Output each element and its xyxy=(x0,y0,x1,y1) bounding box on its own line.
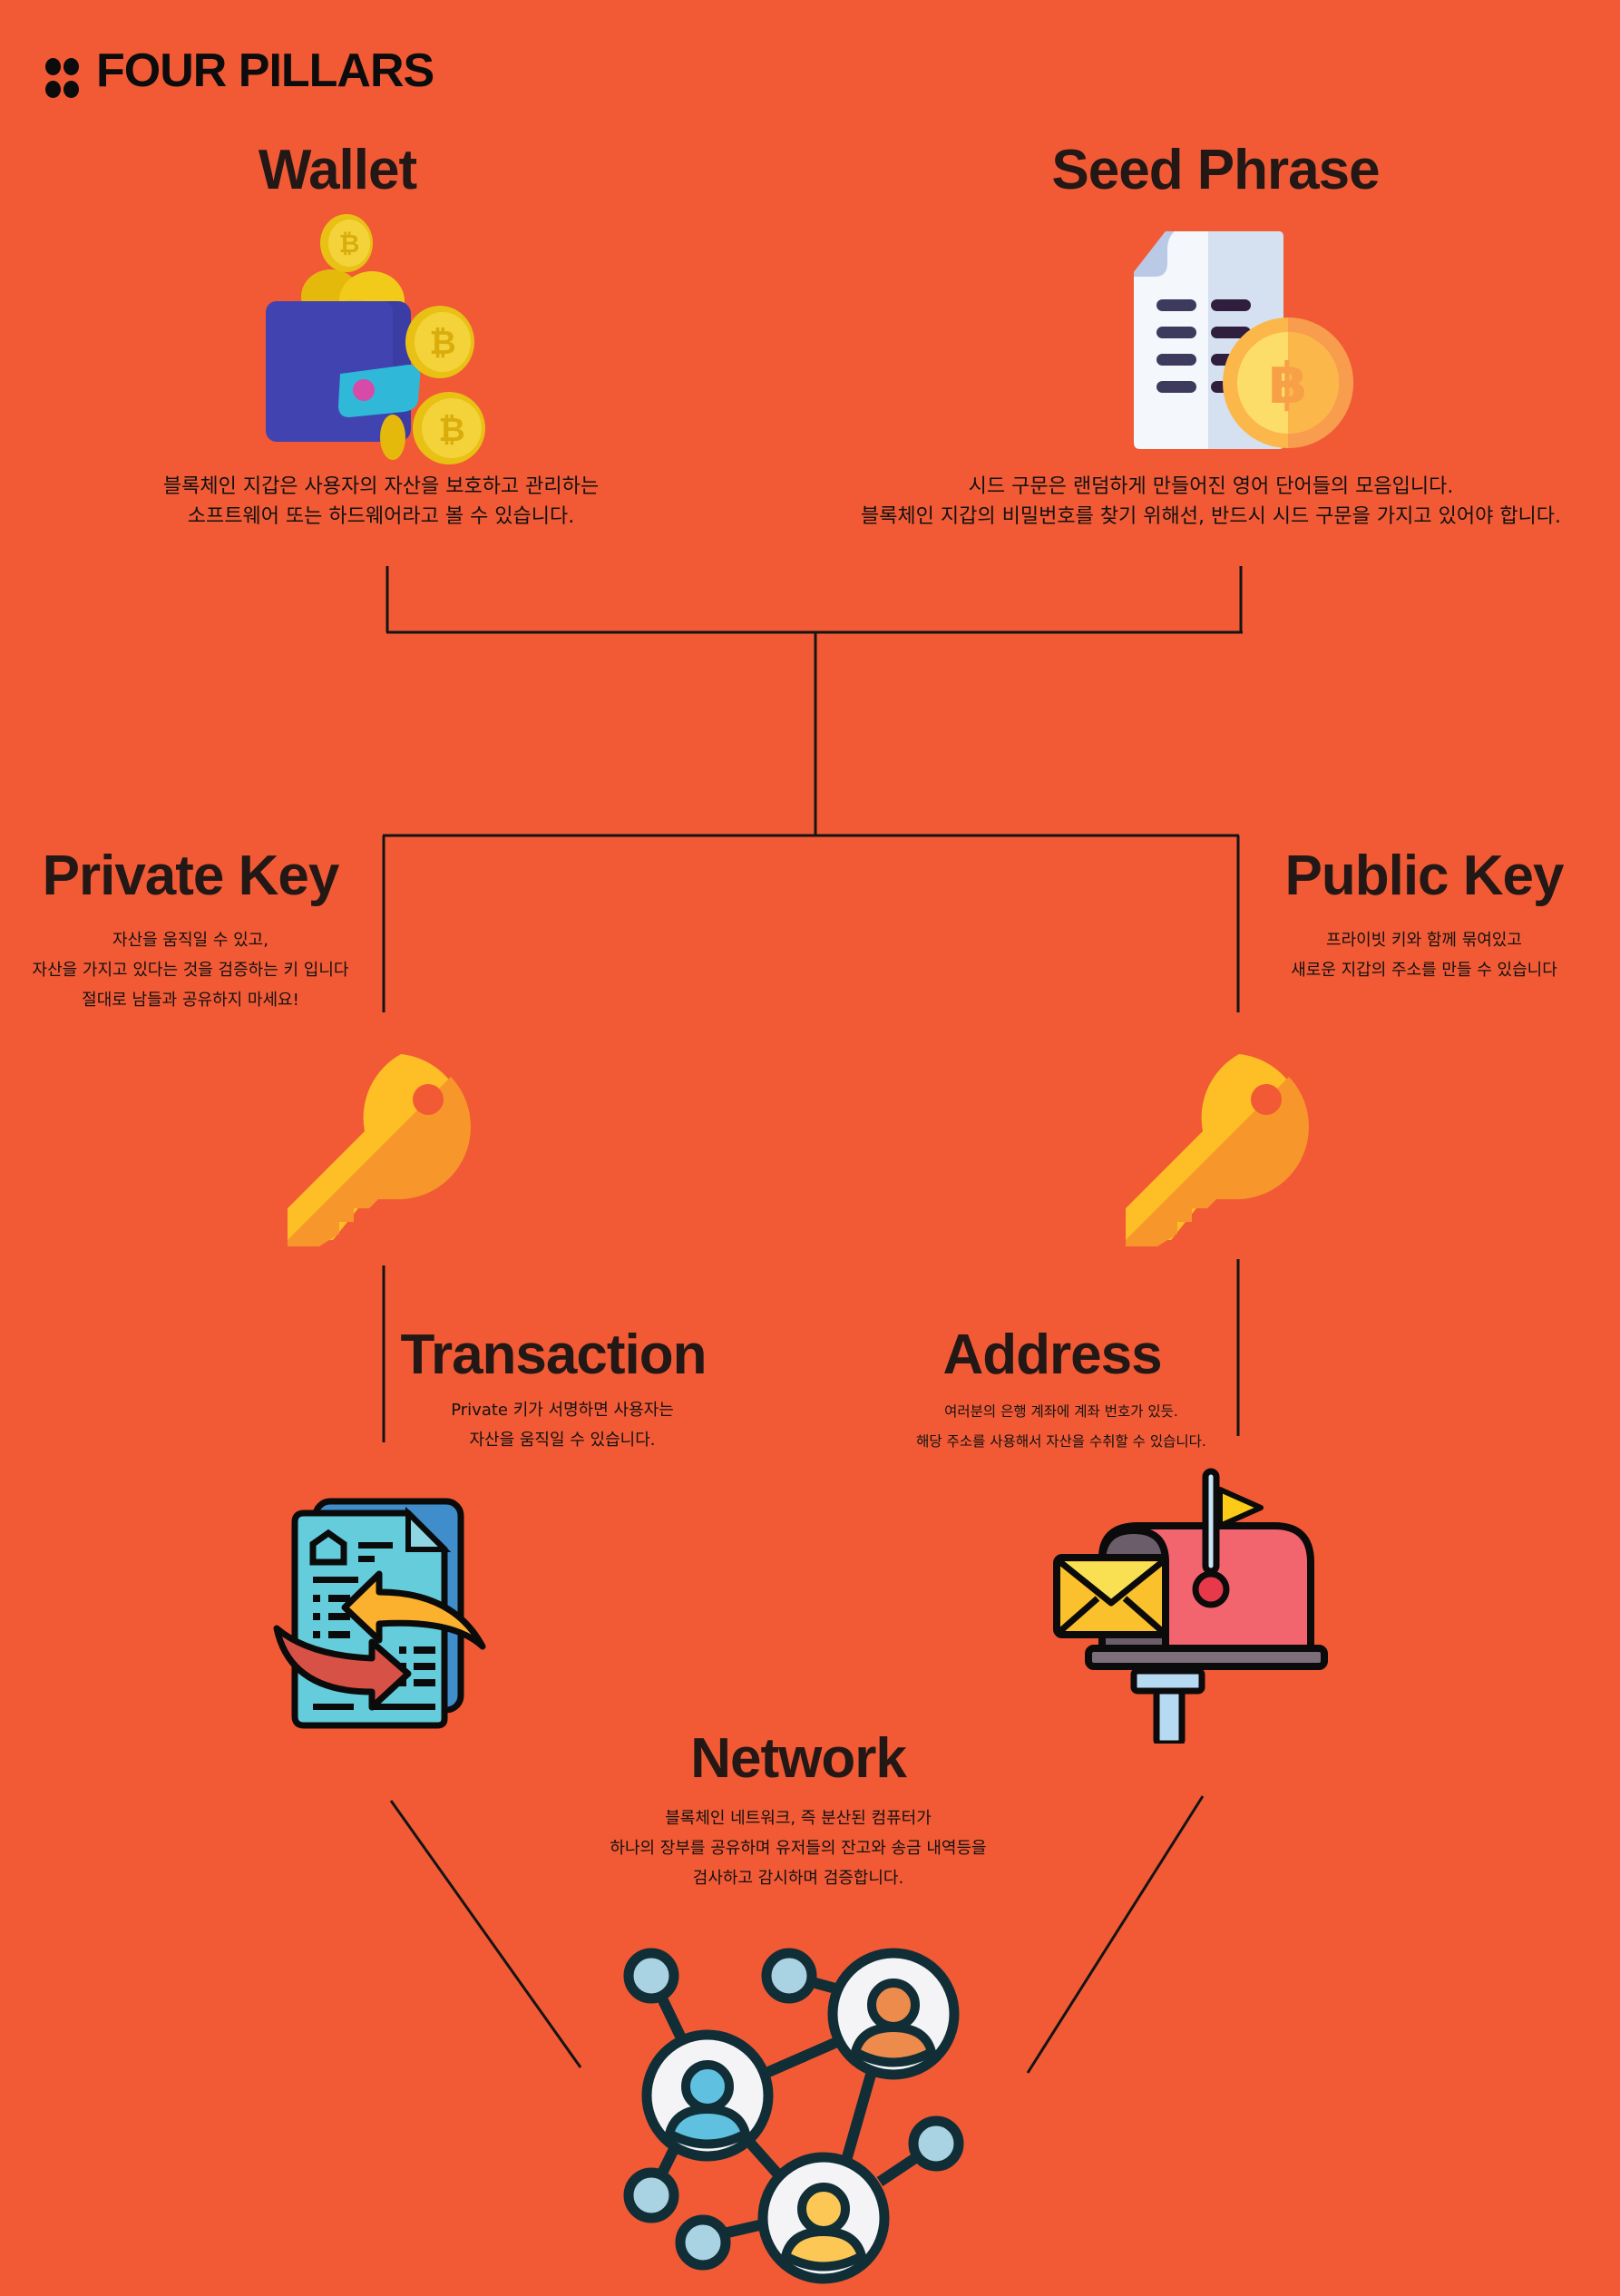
seed-phrase-description: 시드 구문은 랜덤하게 만들어진 영어 단어들의 모음입니다. 블록체인 지갑의… xyxy=(780,472,1620,532)
address-mailbox-icon xyxy=(1048,1462,1333,1747)
transaction-description: Private 키가 서명하면 사용자는 자산을 움직일 수 있습니다. xyxy=(390,1395,735,1455)
public-key-title: Public Key xyxy=(1284,845,1565,907)
svg-text:฿: ฿ xyxy=(1268,350,1307,416)
network-users-icon xyxy=(608,1923,989,2291)
brand-title: FOUR PILLARS xyxy=(96,44,434,97)
public-key-description-line: 프라이빗 키와 함께 묶여있고 xyxy=(1326,931,1522,950)
transaction-title: Transaction xyxy=(400,1324,708,1386)
seed-phrase-description-line: 시드 구문은 랜덤하게 만들어진 영어 단어들의 모음입니다. xyxy=(968,475,1454,498)
brand-header: FOUR PILLARS xyxy=(44,44,434,98)
transaction-description-line: Private 키가 서명하면 사용자는 xyxy=(451,1401,674,1420)
transaction-description-line: 자산을 움직일 수 있습니다. xyxy=(469,1431,656,1450)
svg-text:₿: ₿ xyxy=(339,229,360,259)
address-description-line: 해당 주소를 사용해서 자산을 수취할 수 있습니다. xyxy=(916,1433,1206,1450)
address-description: 여러분의 은행 계좌에 계좌 번호가 있듯. 해당 주소를 사용해서 자산을 수… xyxy=(871,1397,1252,1457)
document-with-bitcoin-icon: ฿ xyxy=(1129,227,1356,454)
private-key-icon xyxy=(283,1054,475,1246)
wallet-description-line: 블록체인 지갑은 사용자의 자산을 보호하고 관리하는 xyxy=(162,475,600,498)
network-description-line: 하나의 장부를 공유하며 유저들의 잔고와 송금 내역등을 xyxy=(610,1839,987,1858)
network-title: Network xyxy=(690,1727,907,1790)
four-dots-logo-icon xyxy=(44,51,83,98)
svg-text:₿: ₿ xyxy=(429,325,455,362)
wallet-description: 블록체인 지갑은 사용자의 자산을 보호하고 관리하는 소프트웨어 또는 하드웨… xyxy=(109,472,653,532)
transaction-document-exchange-icon xyxy=(272,1497,494,1733)
connector-transaction-network xyxy=(389,1800,582,2068)
network-description-line: 블록체인 네트워크, 즉 분산된 컴퓨터가 xyxy=(665,1809,932,1828)
network-description: 블록체인 네트워크, 즉 분산된 컴퓨터가 하나의 장부를 공유하며 유저들의 … xyxy=(535,1803,1061,1893)
private-key-description-line: 자산을 가지고 있다는 것을 검증하는 키 입니다 xyxy=(32,961,349,980)
seed-phrase-description-line: 블록체인 지갑의 비밀번호를 찾기 위해선, 반드시 시드 구문을 가지고 있어… xyxy=(860,505,1562,528)
address-description-line: 여러분의 은행 계좌에 계좌 번호가 있듯. xyxy=(944,1403,1178,1420)
seed-phrase-title: Seed Phrase xyxy=(1051,139,1380,201)
public-key-description-line: 새로운 지갑의 주소를 만들 수 있습니다 xyxy=(1291,961,1557,980)
svg-text:₿: ₿ xyxy=(438,412,464,449)
private-key-description-line: 절대로 남들과 공유하지 마세요! xyxy=(82,991,299,1010)
wallet-title: Wallet xyxy=(258,139,417,201)
connector-address-network xyxy=(1026,1795,1205,2074)
network-description-line: 검사하고 감시하며 검증합니다. xyxy=(692,1869,904,1888)
private-key-description-line: 자산을 움직일 수 있고, xyxy=(112,931,268,950)
public-key-icon xyxy=(1121,1054,1313,1246)
address-title: Address xyxy=(942,1324,1162,1386)
wallet-description-line: 소프트웨어 또는 하드웨어라고 볼 수 있습니다. xyxy=(187,505,575,528)
public-key-description: 프라이빗 키와 함께 묶여있고 새로운 지갑의 주소를 만들 수 있습니다 xyxy=(1243,925,1605,985)
private-key-title: Private Key xyxy=(42,845,340,907)
wallet-with-bitcoins-icon: ₿ ₿ ₿ xyxy=(259,210,494,469)
private-key-description: 자산을 움직일 수 있고, 자산을 가지고 있다는 것을 검증하는 키 입니다 … xyxy=(0,925,381,1015)
